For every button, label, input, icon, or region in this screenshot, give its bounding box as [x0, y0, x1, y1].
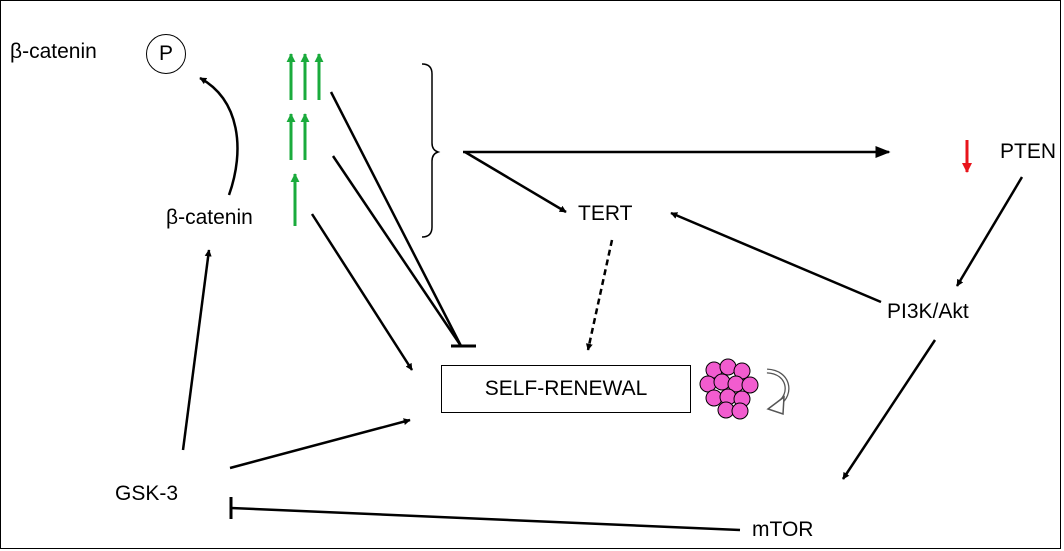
- gsk3-label: GSK-3: [115, 482, 179, 505]
- pten-label: PTEN: [1000, 140, 1057, 163]
- beta-catenin-phospho-label: β-catenin: [10, 40, 97, 63]
- curved-cycle-arrow-icon: [766, 368, 790, 416]
- pi3k-akt-label: PI3K/Akt: [887, 300, 969, 323]
- mtor-label: mTOR: [752, 518, 814, 541]
- bracket: [421, 63, 441, 238]
- self-renewal-label: SELF-RENEWAL: [484, 377, 648, 400]
- cell-cluster-icon: [699, 358, 759, 420]
- arrow-pten-to-pi3k: [955, 176, 1024, 287]
- arrow-bracket-to-tert: [464, 150, 567, 214]
- inhibit-mtor-to-gsk3: [230, 506, 741, 532]
- arrow-pi3k-to-mtor: [841, 339, 937, 480]
- tert-label: TERT: [578, 202, 633, 225]
- arrow-tert-to-self-renewal: [585, 239, 614, 351]
- phospho-label: P: [158, 42, 173, 65]
- arrow-gsk3-to-bcatenin: [181, 249, 212, 451]
- arrow-pi3k-to-tert: [670, 211, 882, 304]
- increase-triple-icon: [286, 53, 324, 100]
- increase-double-icon: [286, 113, 310, 160]
- inhibit-bcatenin-high-to-self-renewal: [329, 91, 463, 347]
- arrow-gsk3-to-self-renewal: [229, 418, 411, 470]
- beta-catenin-label: β-catenin: [166, 206, 253, 229]
- phospho-circle: P: [146, 34, 186, 74]
- self-renewal-box: SELF-RENEWAL: [441, 365, 691, 413]
- arrow-bcatenin-to-phospho: [199, 76, 239, 196]
- arrow-bcatenin-low-to-self-renewal: [310, 213, 414, 371]
- inhibit-bcatenin-mid-to-self-renewal: [331, 155, 463, 347]
